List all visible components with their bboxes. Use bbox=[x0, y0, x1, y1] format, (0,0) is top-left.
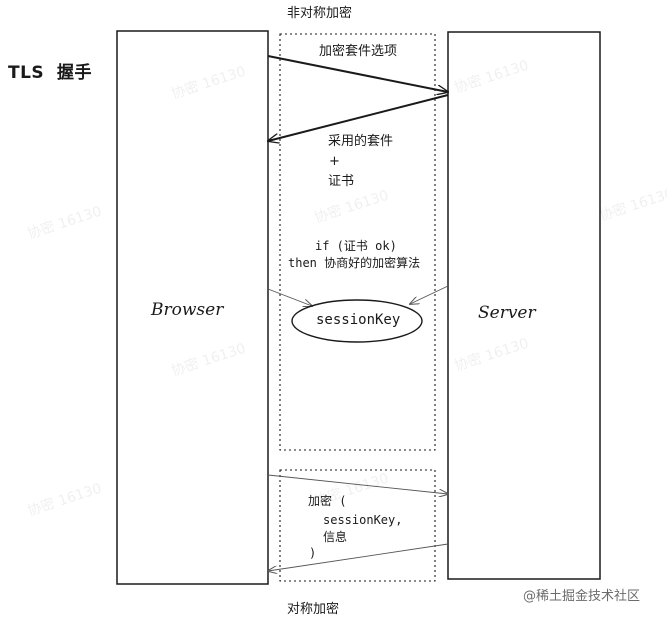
cipher-options-label: 加密套件选项 bbox=[319, 44, 398, 59]
arrow-encrypted-to-browser bbox=[268, 543, 449, 571]
arrow-server-to-sessionkey bbox=[410, 285, 449, 304]
site-watermark: @稀土掘金技术社区 bbox=[523, 589, 641, 604]
symmetric-region bbox=[279, 469, 436, 582]
condition-label: if (证书 ok) bbox=[315, 239, 397, 253]
negotiate-label: then 协商好的加密算法 bbox=[288, 256, 421, 270]
encrypt-open-label: 加密 ( bbox=[308, 494, 347, 508]
browser-label: Browser bbox=[151, 300, 224, 320]
arrow-encrypted-to-server bbox=[267, 474, 448, 494]
chosen-suite-label: 采用的套件 bbox=[328, 134, 394, 149]
arrow-suite-certificate bbox=[268, 94, 449, 141]
certificate-label: 证书 bbox=[328, 174, 355, 189]
server-box bbox=[447, 31, 601, 580]
sessionkey-ellipse bbox=[291, 299, 423, 343]
symmetric-encryption-label: 对称加密 bbox=[287, 602, 340, 617]
arrow-browser-to-sessionkey bbox=[267, 288, 312, 306]
encrypt-info-label: 信息 bbox=[323, 530, 348, 544]
sessionkey-label: sessionKey bbox=[316, 312, 401, 328]
browser-box bbox=[116, 30, 269, 585]
arrow-cipher-options bbox=[267, 55, 448, 92]
encrypt-key-label: sessionKey, bbox=[323, 513, 403, 527]
server-label: Server bbox=[478, 303, 536, 323]
plus-label: + bbox=[329, 154, 340, 169]
diagram-title: TLS 握手 bbox=[8, 63, 93, 83]
asymmetric-encryption-label: 非对称加密 bbox=[287, 6, 353, 21]
encrypt-close-label: ) bbox=[309, 546, 317, 560]
